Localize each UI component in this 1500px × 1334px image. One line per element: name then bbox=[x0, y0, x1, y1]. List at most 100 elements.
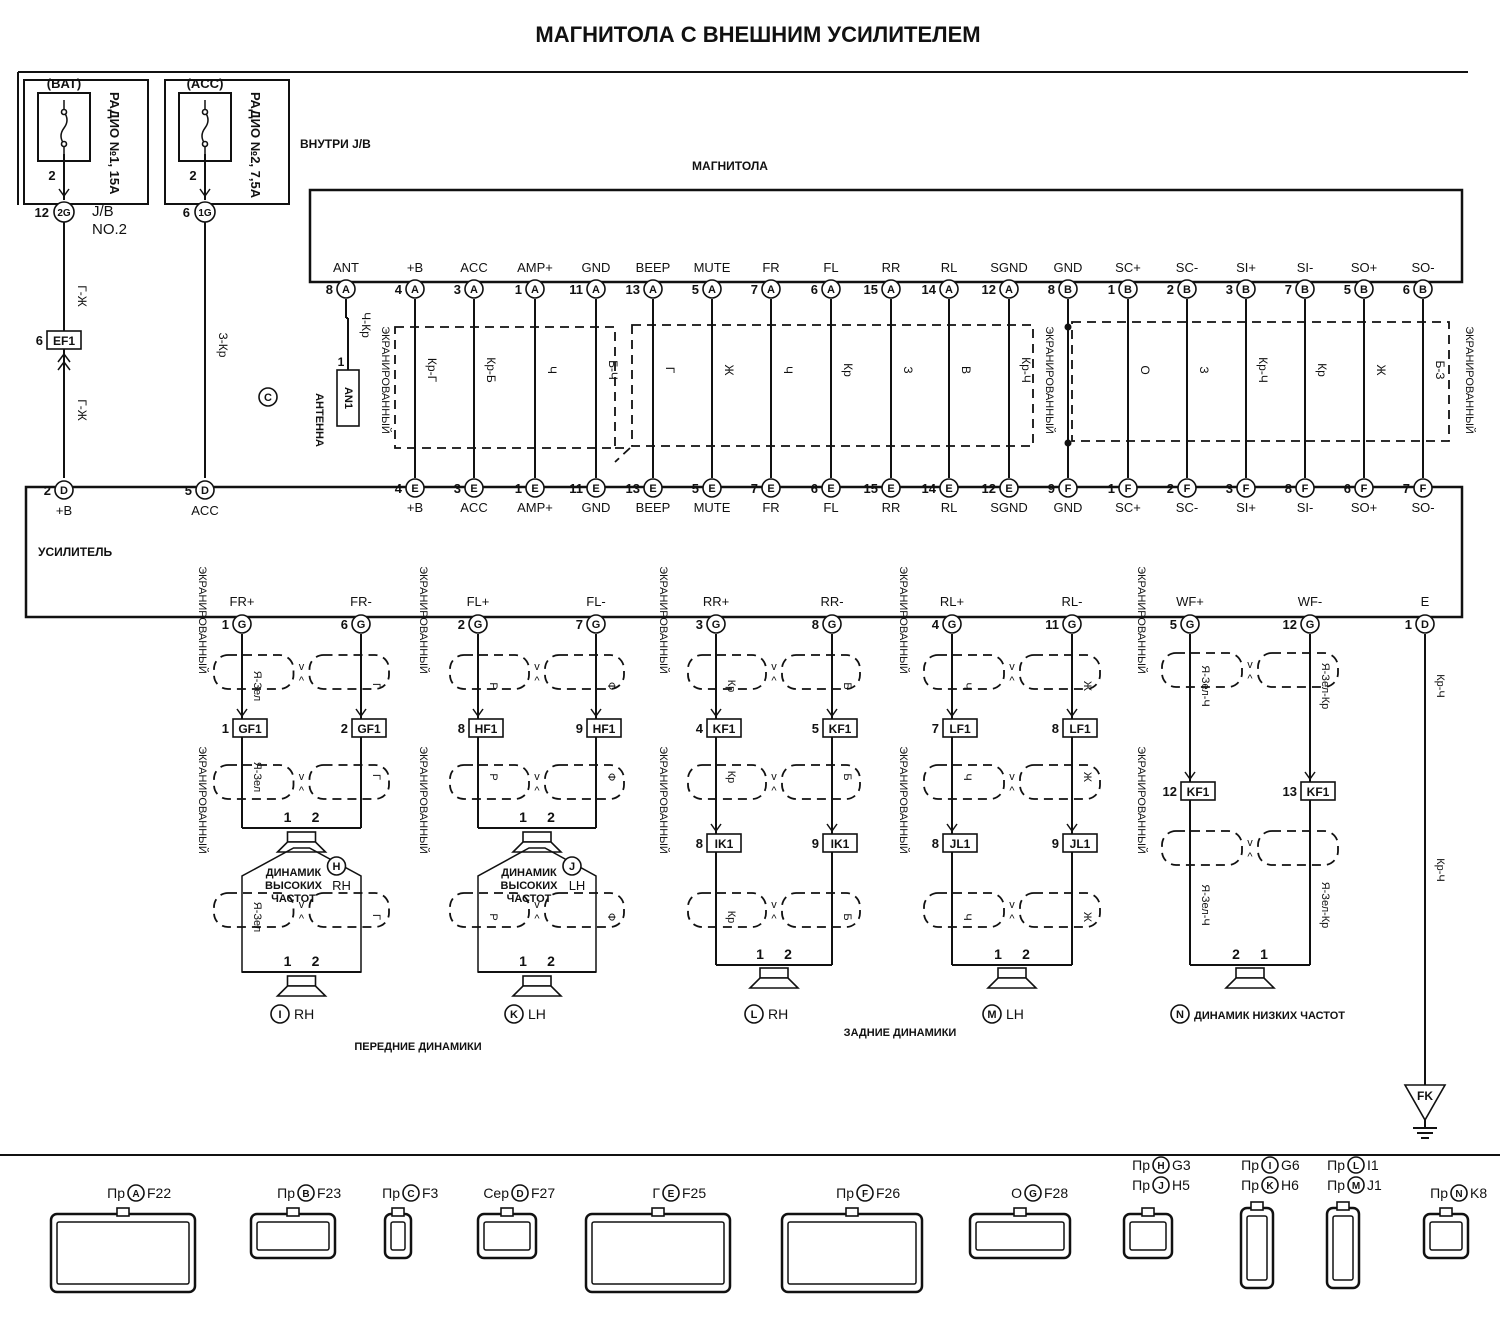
amp-out-splice-4-pin: 4 bbox=[696, 721, 704, 736]
connector-code-4: F25 bbox=[682, 1185, 706, 1201]
shield-pair-mid-1-v: v bbox=[534, 771, 540, 783]
head-wire-color-2: Кр-Б bbox=[484, 357, 498, 383]
head-pin-8-number: 6 bbox=[811, 282, 818, 297]
amp-in-label-7: FR bbox=[762, 500, 779, 515]
shield-pair-wf-mid-a bbox=[1161, 830, 1243, 866]
amp-out-color-c-2: Р bbox=[487, 913, 499, 920]
fuse-element-0 bbox=[60, 100, 68, 154]
amp-in-pin-1-circle bbox=[405, 478, 425, 498]
connector-code-3: F27 bbox=[531, 1185, 555, 1201]
connector-face-1 bbox=[256, 1221, 330, 1251]
head-pin-7-letter: A bbox=[767, 284, 775, 296]
shield-pair-top-0-v: v bbox=[299, 661, 305, 673]
connector-letter-circle-9 bbox=[1347, 1156, 1365, 1174]
connector-letter-1: B bbox=[302, 1189, 309, 1200]
amp-out-arrow-3 bbox=[590, 708, 602, 718]
connector-face-10 bbox=[1429, 1221, 1463, 1251]
connector-letter2-circle-8 bbox=[1261, 1176, 1279, 1194]
shield-pair-mid-0-caret: ^ bbox=[299, 785, 305, 797]
amp-out-color-c-7: Ж bbox=[1081, 912, 1093, 922]
connector-letter2-8: K bbox=[1266, 1181, 1274, 1192]
amp-in-pin-15-number: 3 bbox=[1226, 481, 1233, 496]
head-pin-label-5: BEEP bbox=[636, 260, 671, 275]
shield-pair-top-3-caret: ^ bbox=[1009, 675, 1015, 687]
amp-in-label-8: FL bbox=[823, 500, 838, 515]
amp-in-label-13: SC+ bbox=[1115, 500, 1141, 515]
head-pin-14-number: 2 bbox=[1167, 282, 1174, 297]
amp-out-pin-1-letter: G bbox=[357, 619, 366, 631]
amp-in-label-17: SO+ bbox=[1351, 500, 1377, 515]
amp-in-pin-2-letter: E bbox=[470, 483, 477, 495]
amp-out-splice2-6-pin: 8 bbox=[932, 836, 939, 851]
amp-in-pin-6-number: 5 bbox=[692, 481, 699, 496]
connector-code2-7: H5 bbox=[1172, 1177, 1190, 1193]
head-pin-5-circle bbox=[643, 279, 663, 299]
amp-out-splice2-5-pin: 9 bbox=[812, 836, 819, 851]
amp-out-arrow-2 bbox=[472, 708, 484, 718]
ef1-arrow-top bbox=[57, 352, 71, 363]
tweeter-conn-letter-1: J bbox=[569, 861, 575, 873]
shield-pair-top-1-b bbox=[544, 654, 625, 690]
amp-out-color-b-2: Р bbox=[487, 773, 499, 780]
amp-out-color-a-10: Кр-Ч bbox=[1434, 674, 1446, 698]
fuse-source-0: (BAT) bbox=[47, 76, 81, 91]
connector-body-7 bbox=[1122, 1212, 1174, 1260]
tweeter-0-magnet bbox=[286, 831, 317, 843]
connector-face-5 bbox=[787, 1221, 917, 1285]
amp-out-pin-4-letter: G bbox=[712, 619, 721, 631]
connector-prefix-2: Пр bbox=[382, 1185, 400, 1201]
shield-pair-top-0-caret: ^ bbox=[299, 675, 305, 687]
amp-out-splice2-7-box bbox=[1062, 833, 1098, 853]
speaker-conn-letter-2: L bbox=[751, 1009, 758, 1021]
amp-out-color-a-4: Кр bbox=[725, 680, 737, 693]
out-shield-label-bottom-4: ЭКРАНИРОВАННЫЙ bbox=[1135, 746, 1148, 854]
amp-out-arrow-4 bbox=[710, 708, 722, 718]
shield-pair-low-0-b bbox=[308, 892, 390, 928]
connector-letter-3: D bbox=[516, 1189, 523, 1200]
amp-in-label-14: SC- bbox=[1176, 500, 1198, 515]
tweeter-0-pin-2: 2 bbox=[312, 809, 320, 825]
amp-out-label-7: RL- bbox=[1062, 594, 1083, 609]
head-wire-color-7: Ч bbox=[781, 366, 795, 374]
head-pin-label-0: ANT bbox=[333, 260, 359, 275]
rear-speaker-0-pin-1: 1 bbox=[756, 946, 764, 962]
connector-letter-7: H bbox=[1157, 1161, 1164, 1172]
head-wire-color-1: Кр-Г bbox=[425, 358, 439, 383]
connector-letter2-7: J bbox=[1158, 1181, 1164, 1192]
head-pin-3-letter: A bbox=[531, 284, 539, 296]
connector-letter2-9: M bbox=[1352, 1181, 1360, 1192]
shield-pair-top-0-a bbox=[213, 654, 295, 690]
amp-out-arrow-7 bbox=[1066, 708, 1078, 718]
amp-out-splice2-7-label: JL1 bbox=[1070, 837, 1091, 851]
amp-out-pin-1-number: 6 bbox=[341, 617, 348, 632]
connector-latch-10 bbox=[1439, 1207, 1453, 1217]
splice-ef1-pin: 6 bbox=[36, 333, 43, 348]
connector-body-2 bbox=[383, 1212, 413, 1260]
amp-out-splice-2-pin: 8 bbox=[458, 721, 465, 736]
head-pin-0-circle bbox=[336, 279, 356, 299]
speaker-caption-0: RH bbox=[294, 1006, 314, 1022]
connector-body-5 bbox=[780, 1212, 924, 1294]
connector-letter-4: E bbox=[668, 1189, 675, 1200]
shield-group-1 bbox=[394, 326, 616, 449]
connector-face-2 bbox=[390, 1221, 406, 1251]
connector-letter2-circle-9 bbox=[1347, 1176, 1365, 1194]
tweeter-1-pin-2: 2 bbox=[547, 809, 555, 825]
connector-letter-9: L bbox=[1353, 1161, 1359, 1172]
amp-out-arrow-1 bbox=[355, 708, 367, 718]
ef1-arrow-bottom bbox=[57, 360, 71, 371]
shield-group-3 bbox=[1071, 321, 1450, 442]
jb-label-line1: J/B bbox=[92, 203, 114, 220]
tweeter-1-pin-1: 1 bbox=[519, 809, 527, 825]
connector-letter-circle-5 bbox=[856, 1184, 874, 1202]
fuse-arrow-1 bbox=[199, 188, 211, 198]
amp-out-splice2-4-box bbox=[706, 833, 742, 853]
head-wire-color-8: Кр bbox=[841, 363, 855, 377]
connector-prefix-4: Г bbox=[652, 1185, 660, 1201]
head-pin-3-circle bbox=[525, 279, 545, 299]
shield-pair-low-3-b bbox=[1019, 892, 1101, 928]
out-shield-label-top-3: ЭКРАНИРОВАННЫЙ bbox=[897, 566, 910, 674]
head-wire-color-11: Кр-Ч bbox=[1019, 357, 1033, 383]
